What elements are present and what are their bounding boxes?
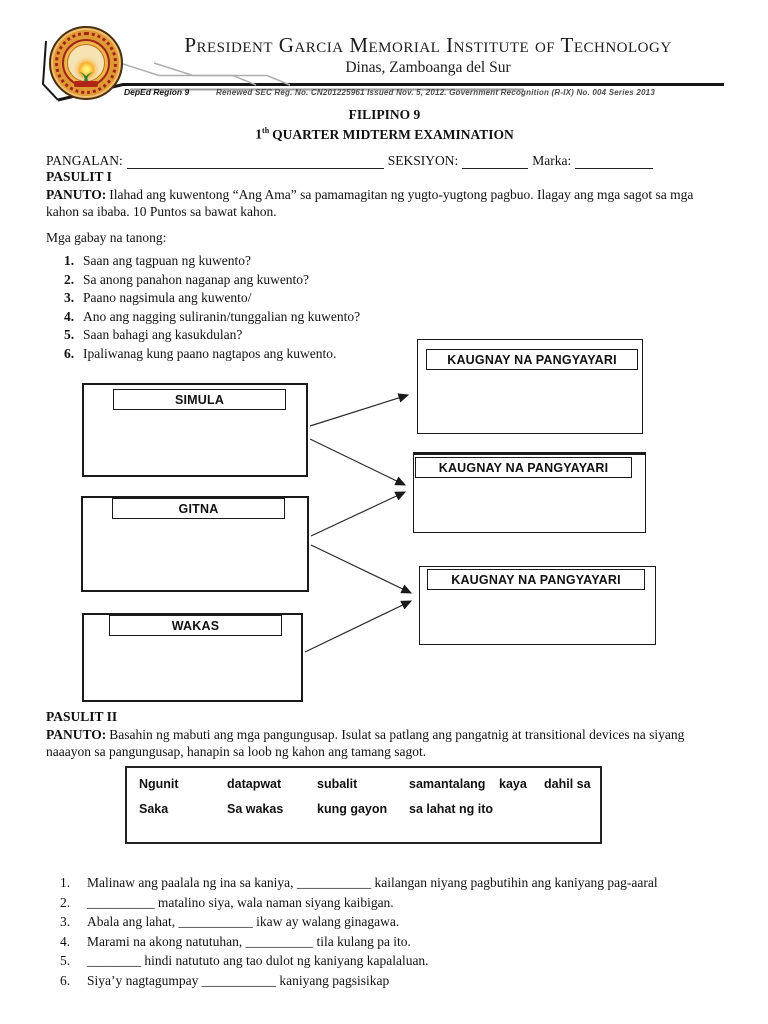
exam-name: QUARTER MIDTERM EXAMINATION (272, 126, 514, 142)
gitna-label: GITNA (112, 498, 285, 519)
word-bank-item: subalit (317, 777, 358, 791)
simula-answer-box: SIMULA (82, 383, 308, 477)
word-bank-item: dahil sa (544, 777, 591, 791)
seksiyon-label: SEKSIYON: (387, 153, 459, 168)
list-item: 4.Ano ang nagging suliranin/tunggalian n… (64, 308, 361, 324)
word-bank-row: Saka Sa wakas kung gayon sa lahat ng ito (139, 802, 600, 816)
pasulit1-heading: PASULIT I (46, 169, 112, 184)
pasulit1-panuto-text: Ilahad ang kuwentong “Ang Ama” sa pamama… (46, 187, 694, 219)
pasulit2-instructions: PANUTO:Basahin ng mabuti ang mga pangung… (46, 726, 727, 760)
kaugnay-box-1: KAUGNAY NA PANGYAYARI (417, 339, 643, 434)
subject-title: FILIPINO 9 (348, 107, 421, 122)
sentence-list: 1.Malinaw ang paalala ng ina sa kaniya, … (60, 873, 658, 991)
word-bank-item: samantalang (409, 777, 486, 791)
word-bank-item: Sa wakas (227, 802, 284, 816)
list-item: 5.________ hindi natututo ang tao dulot … (60, 953, 429, 969)
exam-ordinal-suffix: th (262, 126, 270, 135)
word-bank-item: kaya (499, 777, 527, 791)
word-bank-row: Ngunit datapwat subalit samantalang kaya… (139, 777, 600, 791)
word-bank-box: Ngunit datapwat subalit samantalang kaya… (125, 766, 602, 844)
exam-number: 1 (255, 126, 263, 142)
simula-label: SIMULA (113, 389, 286, 410)
list-item: 6.Siya’y nagtagumpay ___________ kaniyan… (60, 972, 390, 988)
wakas-answer-box: WAKAS (82, 613, 303, 702)
pasulit1-instructions: PANUTO:Ilahad ang kuwentong “Ang Ama” sa… (46, 186, 727, 220)
list-item: 1.Saan ang tagpuan ng kuwento? (64, 253, 251, 268)
school-name: President Garcia Memorial Institute of T… (184, 33, 672, 57)
wakas-label: WAKAS (109, 615, 282, 636)
seal-circumference-text (55, 32, 117, 94)
marka-label: Marka: (532, 153, 572, 168)
list-item: 3.Abala ang lahat, ___________ ikaw ay w… (60, 914, 400, 930)
list-item: 2.__________ matalino siya, wala naman s… (60, 894, 394, 910)
pangalan-label: PANGALAN: (46, 153, 123, 168)
gitna-answer-box: GITNA (81, 496, 309, 592)
deped-region-label: DepEd Region 9 (124, 87, 190, 97)
list-item: 2.Sa anong panahon naganap ang kuwento? (64, 271, 310, 287)
seksiyon-blank (462, 154, 529, 169)
pasulit1-panuto-label: PANUTO: (46, 187, 107, 202)
kaugnay-label-3: KAUGNAY NA PANGYAYARI (427, 569, 645, 590)
school-location: Dinas, Zamboanga del Sur (345, 59, 511, 76)
word-bank-item: kung gayon (317, 802, 388, 816)
guide-question-list: 1.Saan ang tagpuan ng kuwento? 2.Sa anon… (64, 252, 360, 364)
school-seal-logo (49, 26, 123, 100)
seal-ribbon (74, 81, 98, 87)
student-info-row: PANGALAN: SEKSIYON: Marka: (46, 150, 726, 169)
kaugnay-label-1: KAUGNAY NA PANGYAYARI (426, 349, 638, 370)
word-bank-item: Ngunit (139, 777, 179, 791)
pasulit2-heading: PASULIT II (46, 709, 118, 724)
list-item: 3.Paano nagsimula ang kuwento/ (64, 290, 252, 306)
word-bank-item: datapwat (227, 777, 282, 791)
kaugnay-label-2: KAUGNAY NA PANGYAYARI (415, 457, 632, 478)
guide-questions-intro: Mga gabay na tanong: (46, 230, 167, 245)
list-item: 5.Saan bahagi ang kasukdulan? (64, 327, 243, 343)
pangalan-blank (126, 154, 384, 169)
kaugnay-box-2: KAUGNAY NA PANGYAYARI (413, 452, 646, 533)
kaugnay-box-3: KAUGNAY NA PANGYAYARI (419, 566, 656, 645)
list-item: 4.Marami na akong natutuhan, __________ … (60, 933, 411, 949)
seal-emblem (67, 44, 105, 82)
pasulit2-panuto-text: Basahin ng mabuti ang mga pangungusap. I… (46, 727, 685, 759)
list-item: 1.Malinaw ang paalala ng ina sa kaniya, … (60, 875, 658, 890)
list-item: 6.Ipaliwanag kung paano nagtapos ang kuw… (64, 345, 337, 361)
registration-line: Renewed SEC Reg. No. CN201225961 Issued … (216, 88, 655, 97)
pasulit2-panuto-label: PANUTO: (46, 727, 107, 742)
word-bank-item: Saka (139, 802, 169, 816)
marka-blank (575, 154, 654, 169)
word-bank-item: sa lahat ng ito (409, 802, 494, 816)
